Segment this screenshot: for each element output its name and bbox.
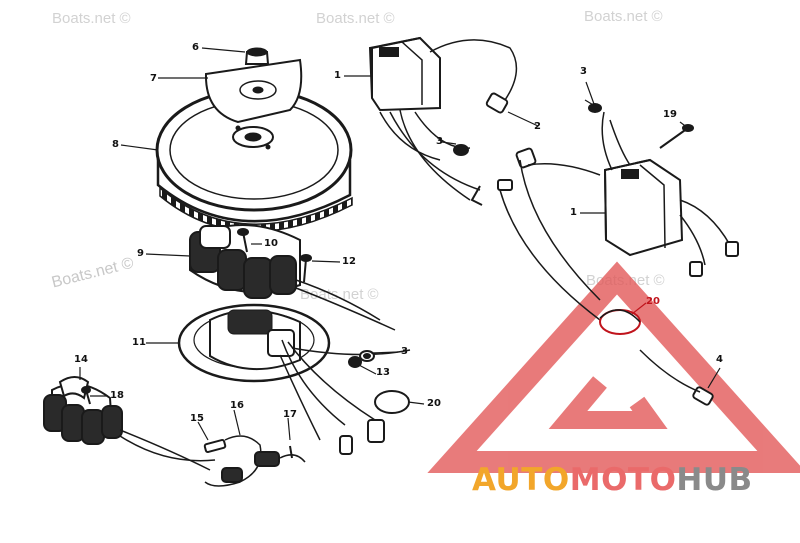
- callout-17: 17: [283, 409, 297, 420]
- callout-4: 4: [716, 354, 723, 365]
- watermark: Boats.net ©: [52, 10, 131, 27]
- brand-part-hub: HUB: [676, 462, 753, 498]
- callout-1-lower: 1: [570, 207, 577, 218]
- charge-coil: [43, 376, 216, 471]
- callout-20-red: 20: [646, 296, 660, 307]
- callout-10: 10: [264, 238, 278, 249]
- brand-triangle-logo: [427, 261, 800, 473]
- brand-wordmark: AUTOMOTOHUB: [472, 462, 753, 498]
- callout-8: 8: [112, 139, 119, 150]
- brand-part-moto: MOTO: [569, 462, 677, 498]
- wire-clip: [599, 309, 641, 335]
- wire-connector: [203, 435, 306, 487]
- callout-19: 19: [663, 109, 677, 120]
- callout-3-lower: 3: [401, 346, 408, 357]
- switch-box-lower: [601, 111, 739, 277]
- watermark: Boats.net ©: [316, 10, 395, 27]
- callout-11: 11: [132, 337, 146, 348]
- brand-part-auto: AUTO: [472, 462, 570, 498]
- switch-box-upper: [368, 36, 601, 321]
- callout-14: 14: [74, 354, 88, 365]
- callout-18: 18: [110, 390, 124, 401]
- stator: [189, 224, 396, 331]
- callout-3-right: 3: [580, 66, 587, 77]
- callout-3-upper: 3: [436, 136, 443, 147]
- callout-12: 12: [342, 256, 356, 267]
- callout-15: 15: [190, 413, 204, 424]
- callout-13: 13: [376, 367, 390, 378]
- callout-1-upper: 1: [334, 70, 341, 81]
- flywheel-plate: [204, 58, 303, 124]
- o-ring: [374, 390, 410, 414]
- temperature-switch: [639, 349, 714, 406]
- callout-6: 6: [192, 42, 199, 53]
- screw: [237, 228, 312, 283]
- callout-2: 2: [534, 121, 541, 132]
- watermark: Boats.net ©: [300, 286, 379, 303]
- trigger-base: [177, 303, 411, 455]
- watermark: Boats.net ©: [584, 8, 663, 25]
- callout-9: 9: [137, 248, 144, 259]
- leader-lines: [79, 47, 721, 441]
- callout-16: 16: [230, 400, 244, 411]
- flywheel-nut: [244, 47, 270, 65]
- flywheel: [155, 88, 353, 233]
- callout-20-lower: 20: [427, 398, 441, 409]
- callout-7: 7: [150, 73, 157, 84]
